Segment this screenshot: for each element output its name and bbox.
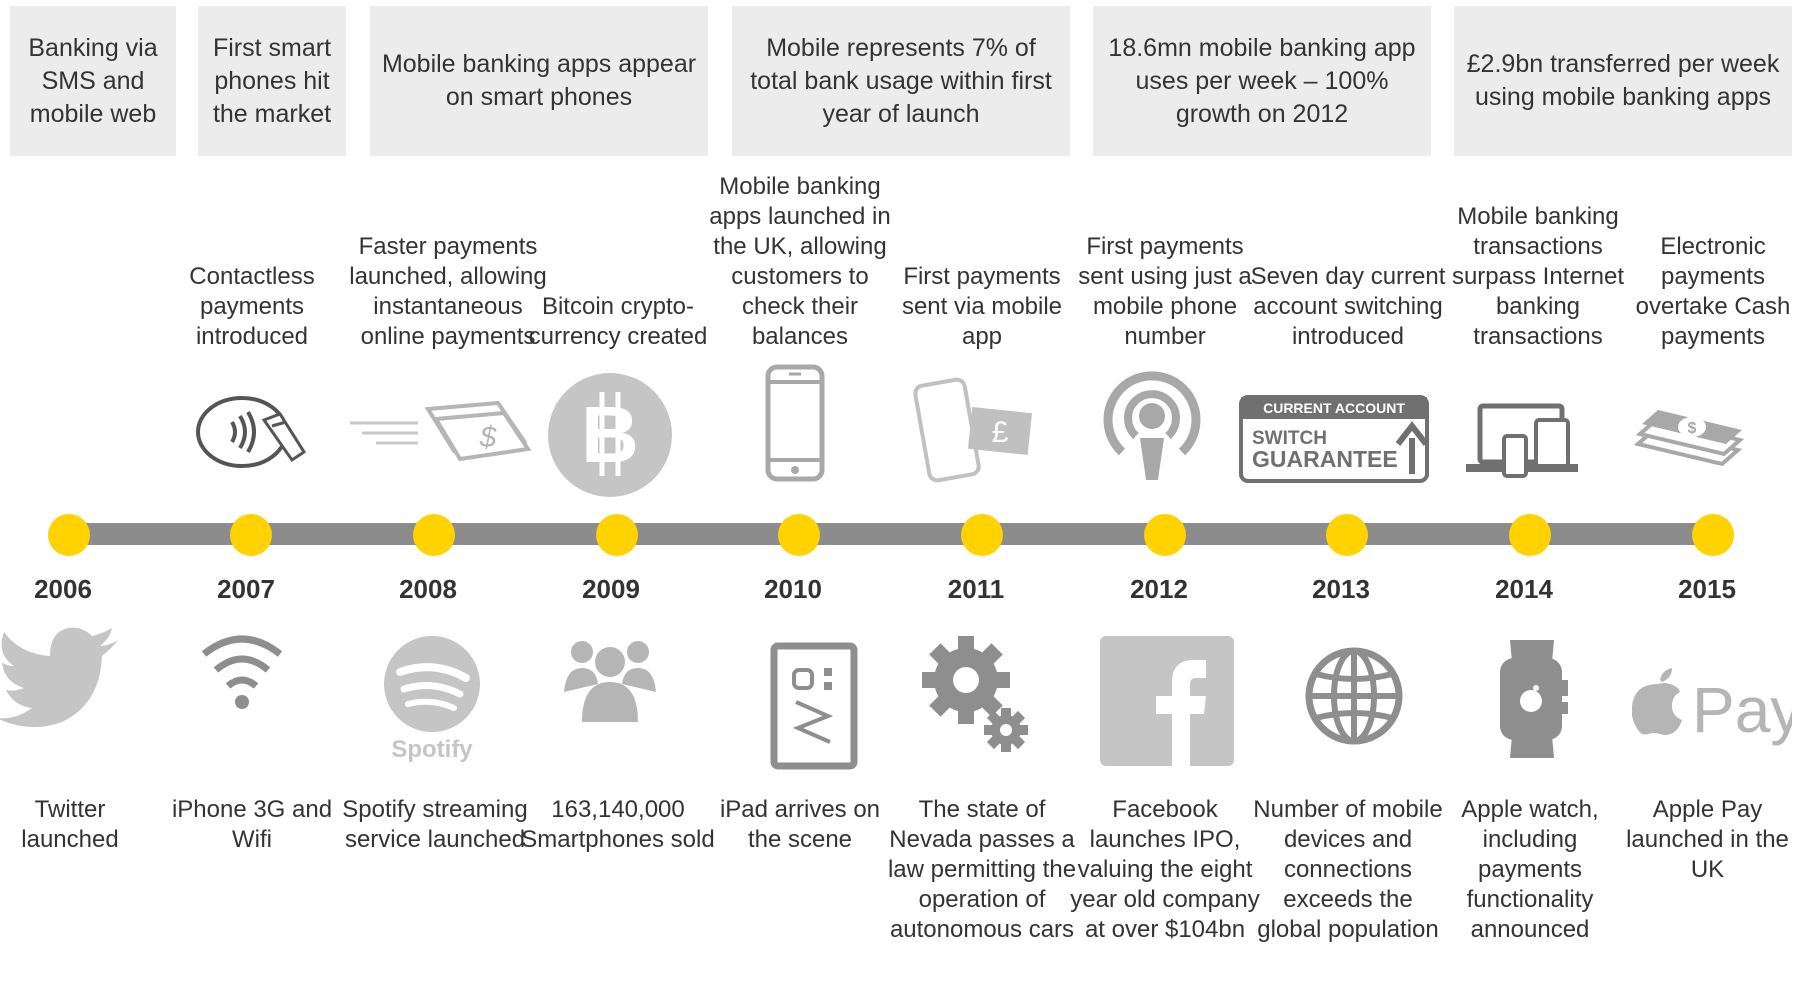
podcast-icon — [1103, 371, 1201, 480]
svg-text:CURRENT ACCOUNT: CURRENT ACCOUNT — [1263, 400, 1405, 416]
header-18-6mn-uses: 18.6mn mobile banking app uses per week … — [1093, 6, 1431, 156]
year-2015: 2015 — [1678, 574, 1736, 604]
svg-text:B: B — [581, 390, 639, 479]
tech-event-2006: Twitter launched — [21, 796, 119, 853]
year-2013: 2013 — [1312, 574, 1370, 604]
tech-event-2012: Facebook launches IPO, valuing the eight… — [1070, 796, 1260, 943]
devices-icon — [1466, 403, 1578, 478]
timeline-dot-2014 — [1509, 514, 1551, 556]
year-2006: 2006 — [34, 574, 92, 604]
banking-event-2010: Mobile banking apps launched in the UK, … — [709, 173, 891, 350]
svg-text:£: £ — [992, 416, 1009, 449]
spotify-icon: Spotify — [384, 636, 480, 763]
timeline-dot-2013 — [1326, 514, 1368, 556]
timeline-dot-2008 — [413, 514, 455, 556]
globe-icon — [1305, 647, 1403, 745]
svg-text:$: $ — [479, 421, 498, 454]
header-text: £2.9bn transferred per week using mobile… — [1466, 50, 1780, 111]
switch-guarantee-icon: CURRENT ACCOUNT SWITCH GUARANTEE — [1239, 395, 1429, 483]
timeline-dot-2007 — [230, 514, 272, 556]
header-text: Mobile represents 7% of total bank usage… — [750, 33, 1052, 128]
header-sms-mobile-web: Banking via SMS and mobile web — [10, 6, 176, 156]
svg-text:$: $ — [1688, 420, 1697, 437]
tech-event-2009: 163,140,000 Smartphones sold — [521, 796, 715, 853]
svg-text:GUARANTEE: GUARANTEE — [1252, 446, 1398, 472]
header-mobile-7-percent: Mobile represents 7% of total bank usage… — [732, 6, 1070, 156]
cash-icon: $ — [1633, 410, 1744, 467]
header-first-smartphones: First smart phones hit the market — [198, 6, 346, 156]
header-text: Banking via SMS and mobile web — [28, 33, 158, 128]
banking-event-2009: Bitcoin crypto-currency created — [528, 293, 708, 350]
tech-event-2008: Spotify streaming service launched — [342, 796, 528, 853]
smartphone-icon — [765, 364, 825, 482]
ipad-icon — [770, 642, 858, 770]
banking-event-2013: Seven day current account switching intr… — [1250, 263, 1446, 350]
header-text: Mobile banking apps appear on smart phon… — [381, 50, 697, 111]
twitter-icon — [0, 627, 118, 728]
apple-pay-icon: Pay — [1632, 668, 1792, 746]
header-text: 18.6mn mobile banking app uses per week … — [1108, 33, 1416, 128]
svg-text:SWITCH: SWITCH — [1252, 428, 1327, 449]
banking-event-2012: First payments sent using just a mobile … — [1078, 233, 1252, 350]
timeline-dot-2010 — [778, 514, 820, 556]
tech-event-2007: iPhone 3G and Wifi — [171, 796, 333, 853]
timeline-dot-2009 — [596, 514, 638, 556]
tech-event-2010: iPad arrives on the scene — [719, 796, 881, 853]
tech-event-2013: Number of mobile devices and connections… — [1253, 796, 1443, 943]
timeline-dot-2006 — [48, 514, 90, 556]
contactless-icon — [196, 396, 307, 468]
gears-icon — [922, 636, 1028, 752]
apple-watch-icon — [1500, 640, 1568, 758]
banking-event-2011: First payments sent via mobile app — [901, 263, 1063, 350]
tech-event-2015: Apple Pay launched in the UK — [1626, 796, 1789, 883]
year-2014: 2014 — [1495, 574, 1553, 604]
svg-text:Spotify: Spotify — [391, 736, 473, 763]
wifi-icon — [201, 635, 283, 709]
year-2009: 2009 — [582, 574, 640, 604]
year-2010: 2010 — [764, 574, 822, 604]
facebook-icon — [1100, 636, 1234, 766]
banking-event-2008: Faster payments launched, allowing insta… — [349, 233, 547, 350]
bitcoin-icon: B — [548, 373, 672, 497]
timeline-dot-2015 — [1692, 514, 1734, 556]
timeline-dot-2012 — [1144, 514, 1186, 556]
header-text: First smart phones hit the market — [212, 33, 332, 128]
banking-event-2014: Mobile banking transactions surpass Inte… — [1451, 203, 1625, 350]
banking-event-2015: Electronic payments overtake Cash paymen… — [1635, 233, 1791, 350]
tech-event-2011: The state of Nevada passes a law permitt… — [887, 796, 1077, 943]
year-2012: 2012 — [1130, 574, 1188, 604]
header-mobile-banking-apps: Mobile banking apps appear on smart phon… — [370, 6, 708, 156]
svg-text:Pay: Pay — [1692, 674, 1792, 746]
people-icon — [564, 641, 656, 722]
year-2007: 2007 — [217, 574, 275, 604]
timeline-bar — [68, 523, 1712, 545]
timeline-dot-2011 — [961, 514, 1003, 556]
year-2008: 2008 — [399, 574, 457, 604]
header-2-9bn-transferred: £2.9bn transferred per week using mobile… — [1454, 6, 1792, 156]
mobile-pound-icon: £ — [913, 377, 1033, 483]
tech-event-2014: Apple watch, including payments function… — [1461, 796, 1599, 943]
year-2011: 2011 — [947, 574, 1005, 604]
banking-event-2007: Contactless payments introduced — [189, 263, 315, 350]
faster-payments-icon: $ — [350, 400, 532, 462]
